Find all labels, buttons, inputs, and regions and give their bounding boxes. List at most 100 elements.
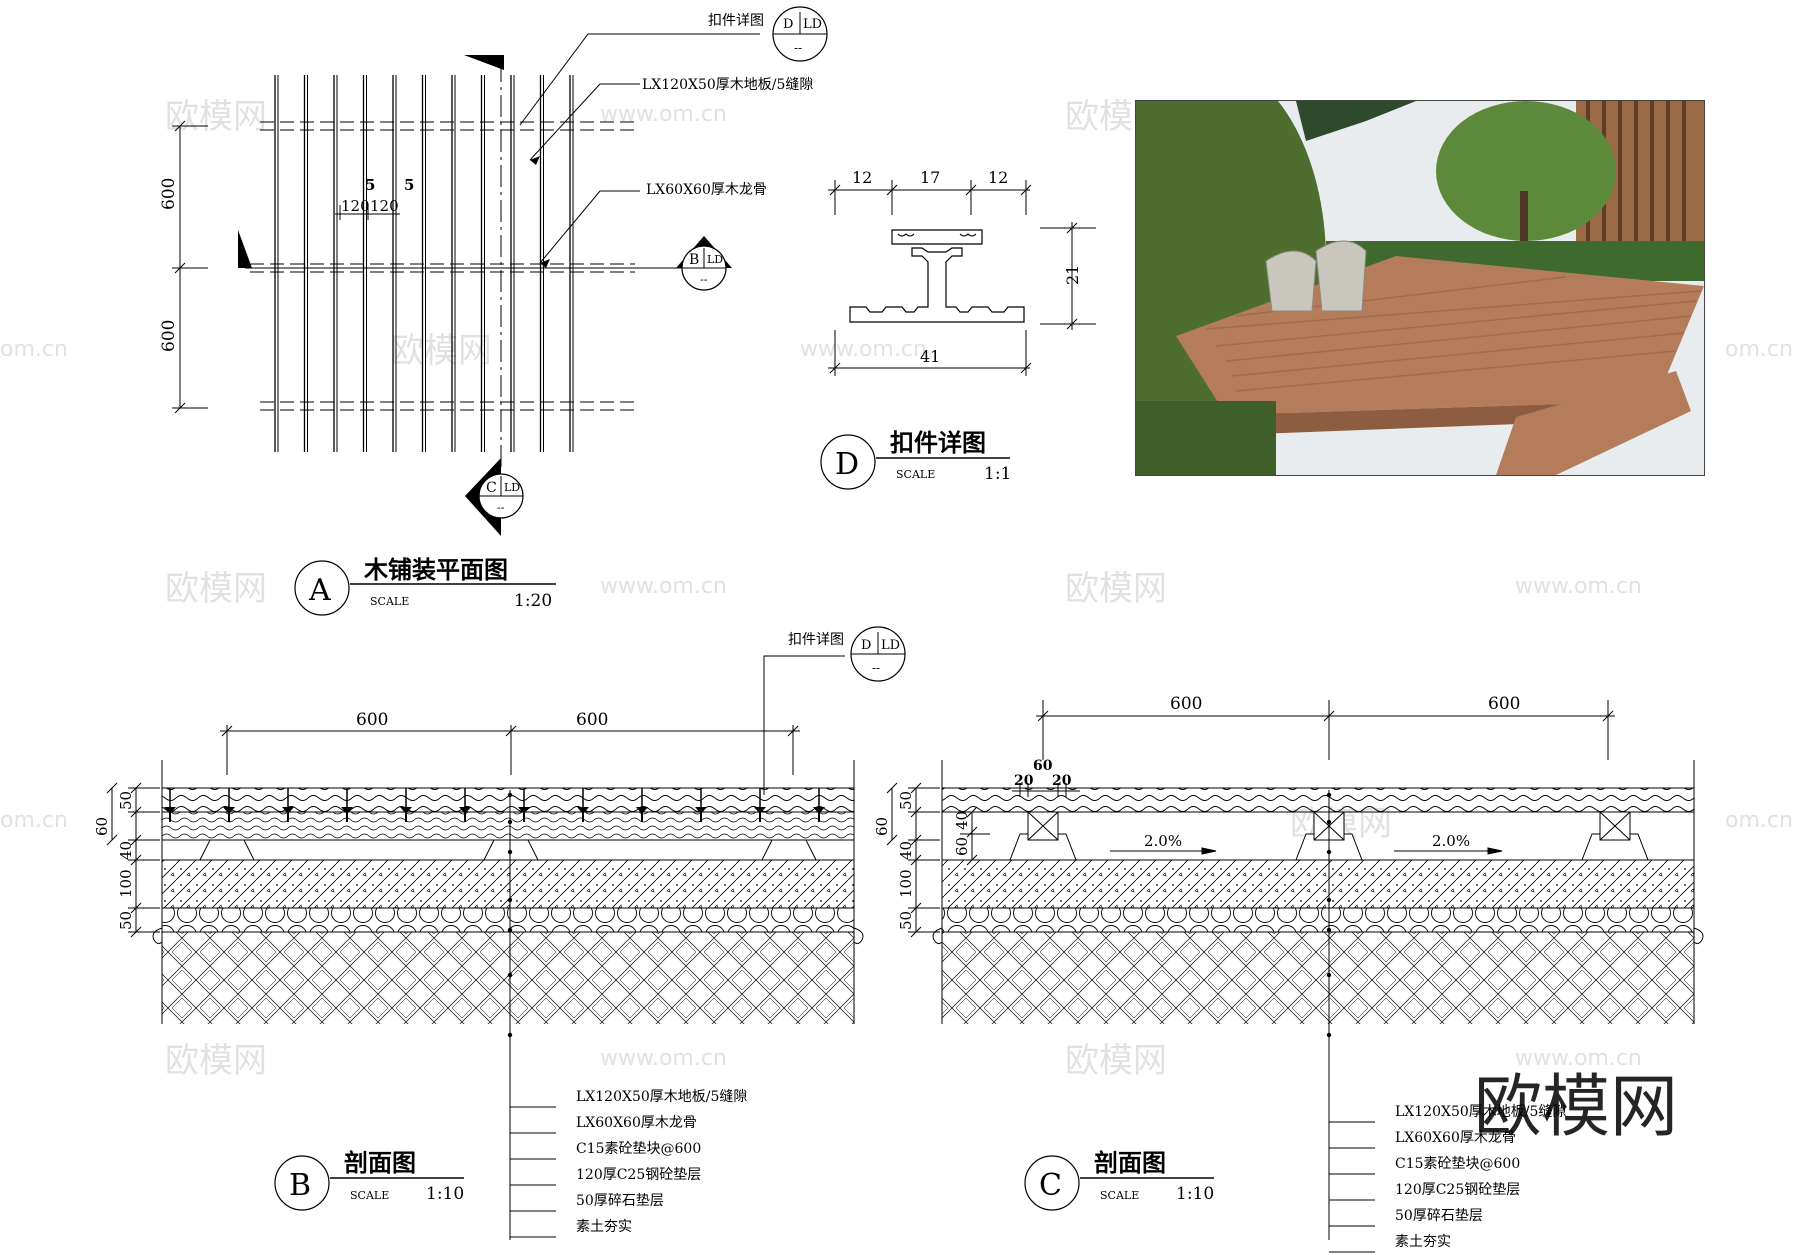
section-b-legend: LX120X50厚木地板/5缝隙LX60X60厚木龙骨C15素砼垫块@60012… [510,1089,747,1238]
section-b-break-left [152,927,163,945]
plan-a-tag-c-sheet: LD [504,481,520,494]
leader-dot [1326,849,1332,855]
section-b-title-text: 剖面图 [344,1148,416,1177]
plan-a-title: A 木铺装平面图 SCALE 1:20 [294,555,556,616]
section-b-clip [341,807,353,814]
section-b-pads [199,839,817,861]
section-c-leader-dots [1326,792,1332,1038]
section-b-clip [223,807,235,814]
section-c-slope-arrows [1110,847,1503,855]
leader-dot [507,792,513,798]
section-c-title: C 剖面图 SCALE 1:10 [1024,1148,1214,1211]
section-c-dim-top [1036,700,1615,760]
section-b-layer-50b: 50 [117,911,135,930]
section-c-soil-layer [942,932,1694,1024]
photo-tree-trunk [1520,191,1528,281]
photo-umbrella [1296,101,1416,141]
plan-a-tag-b-sheet: LD [707,253,723,266]
plan-a-section-tag-b: B LD -- [676,236,732,291]
section-b-dim-600-1: 600 [356,710,388,730]
section-c-scale-label: SCALE [1100,1189,1139,1202]
leader-dot [507,849,513,855]
section-c-scale: 1:10 [1176,1184,1214,1204]
plan-a-title-text: 木铺装平面图 [363,555,508,584]
legend-item: 素土夯实 [1395,1234,1451,1250]
leader-dot [507,1032,513,1038]
detail-d-clip-teeth [897,233,977,237]
leader-dot [1326,819,1332,825]
watermark-brand: 欧模网 [1474,1068,1678,1147]
plan-a-dim-board-2: 120 [370,197,399,215]
detail-d-dim-12b: 12 [988,168,1008,187]
section-c-dim-600-2: 600 [1488,694,1520,714]
detail-d-title: D 扣件详图 SCALE 1:1 [820,428,1011,490]
plan-a-flag-top [464,55,504,70]
section-b-clip [518,807,530,814]
leader-dot [507,927,513,933]
section-c-gravel-layer [941,907,1695,933]
section-c-slope-2: 2.0% [1432,832,1470,850]
legend-item: 素土夯实 [576,1219,632,1235]
section-b-clip [282,807,294,814]
plan-a-scale: 1:20 [514,591,552,611]
section-b-drawing: 600 600 扣件详图 D LD -- [93,626,906,1240]
section-b-decking-layer [161,787,855,813]
section-b-clip [754,807,766,814]
plan-a-joists [250,121,635,411]
plan-a-arrow-joist [540,259,550,268]
plan-a-title-letter: A [308,573,331,608]
section-c-dim-left [886,782,990,938]
section-b-tag-sheet: LD [881,638,900,653]
watermark-cn: 欧模网 [165,569,267,609]
section-c-layer-60: 60 [873,817,891,836]
watermark-url: om.cn [1725,337,1793,362]
detail-d-scale: 1:1 [984,464,1011,484]
section-b-scale: 1:10 [426,1184,464,1204]
photo-tree-right [1436,101,1616,241]
section-b-tag-dash: -- [872,661,880,675]
plan-a-tag-d-sheet: LD [803,17,822,32]
detail-d-dim-17: 17 [920,168,940,187]
section-c-dim-20b: 20 [1052,773,1072,789]
plan-a-dim-600-top: 600 [159,178,179,210]
plan-a-tag-c-dash: -- [497,501,505,514]
detail-d-title-text: 扣件详图 [890,428,986,457]
deck-photo [1135,100,1705,476]
plan-a-tag-d-letter: D [783,17,793,32]
watermark-url: www.om.cn [600,102,727,127]
detail-d-clip-profile [849,247,1025,323]
detail-d-dim-41: 41 [920,347,940,366]
leader-dot [507,897,513,903]
section-c-layer-40b: 40 [953,811,971,830]
plan-a-dim-600-bottom: 600 [159,320,179,352]
watermark-url: www.om.cn [1515,1046,1642,1071]
watermark-url: www.om.cn [800,337,927,362]
watermark-url: www.om.cn [1515,574,1642,599]
section-b-scale-label: SCALE [350,1189,389,1202]
section-c-concrete-layer [941,859,1695,909]
legend-item: LX60X60厚木龙骨 [576,1115,697,1131]
section-c-layer-50b: 50 [897,911,915,930]
detail-d-dim-right [1040,222,1096,330]
leader-dot [1326,972,1332,978]
section-c-joists [1009,811,1649,861]
section-b-layer-100: 100 [117,869,135,898]
plan-a-dim-gap-1: 5 [365,176,375,194]
section-b-callout-leader [763,655,845,664]
legend-item: 50厚碎石垫层 [576,1193,664,1209]
legend-item: C15素砼垫块@600 [1395,1156,1520,1172]
legend-item: 50厚碎石垫层 [1395,1208,1483,1224]
watermark-url: om.cn [1725,808,1793,833]
watermark-url: om.cn [0,808,68,833]
photo-deck-boards [1205,276,1702,392]
detail-d-clip-cap [891,229,983,245]
plan-a-dim-board-1: 120 [341,197,370,215]
leader-dot [1326,792,1332,798]
plan-a-drawing: 600 600 5 5 120 120 扣件详图 LX120X50厚木地板/5缝… [159,6,828,616]
detail-d-scale-label: SCALE [896,468,935,481]
leader-dot [507,972,513,978]
section-b-layer-50a: 50 [117,791,135,810]
section-b-dim-600-2: 600 [576,710,608,730]
leader-dot [1326,927,1332,933]
leader-dot [1326,1032,1332,1038]
